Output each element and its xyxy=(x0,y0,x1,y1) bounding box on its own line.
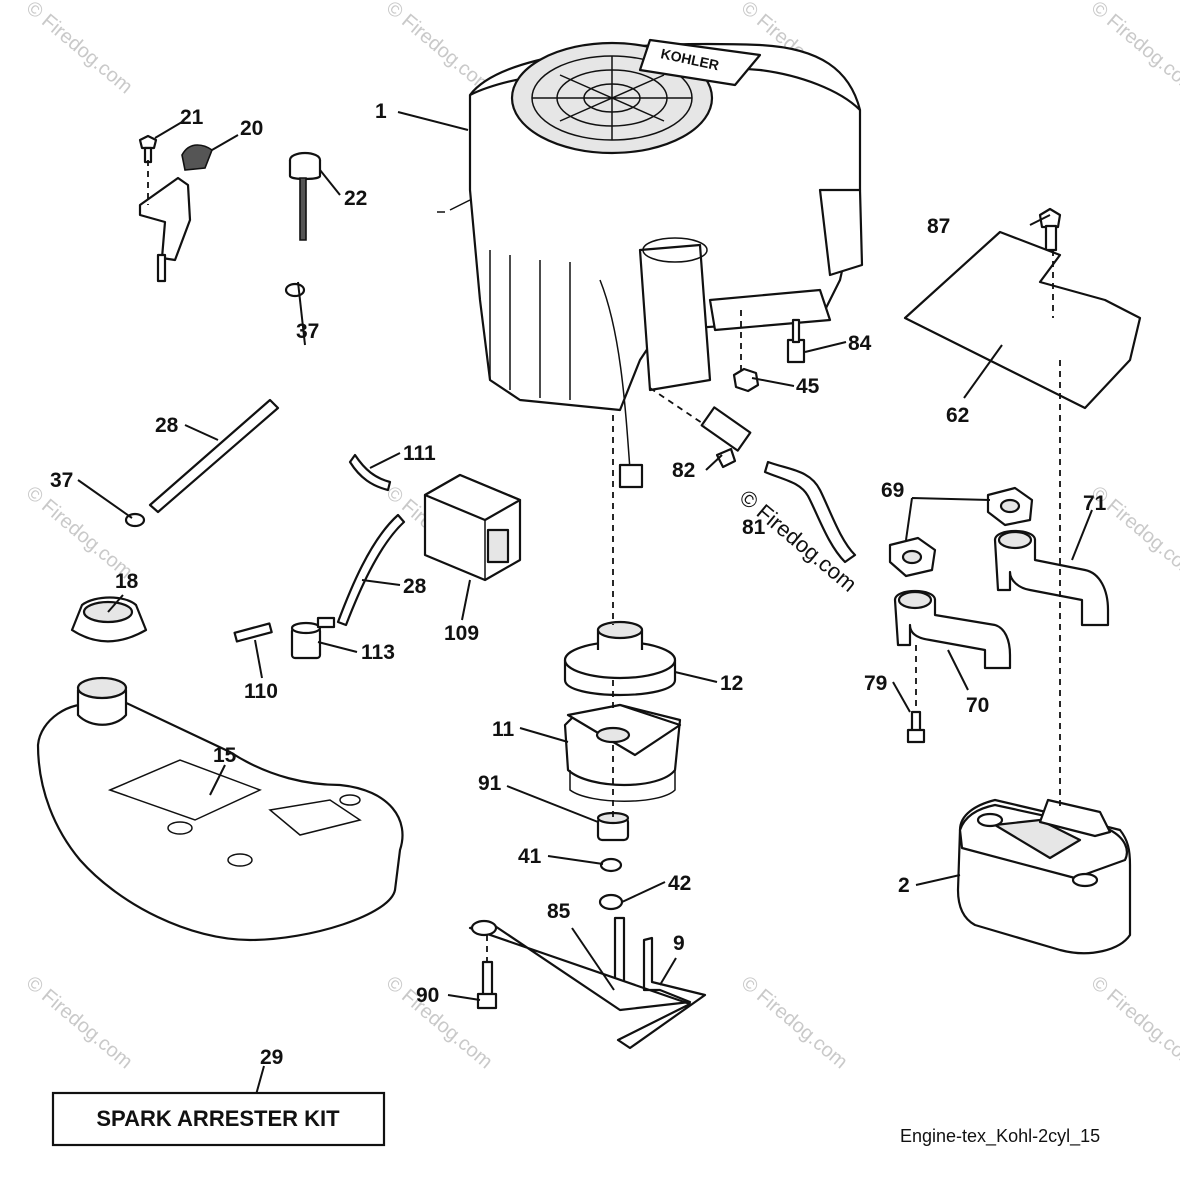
watermark: © Firedog.com xyxy=(22,972,137,1073)
callout-20: 20 xyxy=(240,117,263,140)
hose-part-81[interactable] xyxy=(763,460,857,564)
callout-15: 15 xyxy=(213,744,237,767)
valve-part-113[interactable] xyxy=(290,616,336,660)
callout-79: 79 xyxy=(864,672,887,695)
callout-labels: 1 21 20 22 37 28 37 111 28 109 113 110 1… xyxy=(50,100,1107,1069)
fuel-filter-part-82[interactable] xyxy=(700,406,752,469)
callout-41: 41 xyxy=(518,845,542,868)
callout-12: 12 xyxy=(720,672,743,695)
callout-81: 81 xyxy=(742,516,766,539)
callout-29: 29 xyxy=(260,1046,283,1069)
washer-part-42[interactable] xyxy=(598,893,624,911)
bracket-part-9[interactable] xyxy=(468,919,707,1050)
watermark: © Firedog.com xyxy=(1087,972,1180,1073)
throttle-lever-part-20[interactable] xyxy=(138,144,213,283)
bolt-part-84[interactable] xyxy=(786,318,806,364)
callout-37-upper: 37 xyxy=(296,320,319,343)
bushing-part-91[interactable] xyxy=(596,811,630,842)
muffler-part-2[interactable] xyxy=(956,798,1132,955)
fuel-cap-part-18[interactable] xyxy=(70,596,148,643)
fuel-tank-part-15[interactable] xyxy=(36,676,404,942)
callout-18: 18 xyxy=(115,570,139,593)
callout-70: 70 xyxy=(966,694,989,717)
nut-part-45[interactable] xyxy=(732,367,760,393)
exhaust-pipe-part-70[interactable] xyxy=(893,589,1012,670)
callout-87: 87 xyxy=(927,215,950,238)
callout-11: 11 xyxy=(492,718,515,741)
callout-85: 85 xyxy=(547,900,571,923)
callout-2: 2 xyxy=(898,874,910,897)
washer-part-41[interactable] xyxy=(599,857,623,873)
watermark: © Firedog.com xyxy=(1087,0,1180,98)
callout-91: 91 xyxy=(478,772,502,795)
watermark: © Firedog.com xyxy=(22,0,137,98)
canister-part-109[interactable] xyxy=(423,473,522,582)
gasket-part-69-left[interactable] xyxy=(888,536,937,578)
callout-109: 109 xyxy=(444,622,479,645)
callout-62: 62 xyxy=(946,404,969,427)
clamp-part-37-upper[interactable] xyxy=(284,282,306,298)
watermark: © Firedog.com xyxy=(737,972,852,1073)
callout-9: 9 xyxy=(673,932,685,955)
callout-28-right: 28 xyxy=(403,575,427,598)
leader-lines xyxy=(77,111,1093,1104)
callout-82: 82 xyxy=(672,459,695,482)
callout-90: 90 xyxy=(416,984,439,1007)
exhaust-pipe-part-71[interactable] xyxy=(993,529,1110,627)
assembly-lines xyxy=(147,160,1061,962)
connector-part-110[interactable] xyxy=(233,622,273,643)
spark-arrester-kit-box[interactable]: SPARK ARRESTER KIT xyxy=(51,1091,386,1147)
gasket-part-69-right[interactable] xyxy=(986,486,1034,527)
watermark: © Firedog.com xyxy=(22,482,137,583)
diagram-reference: Engine-tex_Kohl-2cyl_15 xyxy=(900,1126,1100,1147)
callout-110: 110 xyxy=(244,680,278,703)
callout-42: 42 xyxy=(668,872,691,895)
screw-part-21[interactable] xyxy=(138,134,158,164)
callout-45: 45 xyxy=(796,375,820,398)
callout-71: 71 xyxy=(1083,492,1107,515)
watermark: © Firedog.com xyxy=(382,0,497,98)
fuel-hose-part-28-left[interactable] xyxy=(148,398,280,514)
heat-shield-part-62[interactable] xyxy=(903,230,1142,410)
bolt-part-90[interactable] xyxy=(476,960,498,1010)
callout-1: 1 xyxy=(375,100,387,123)
callout-69: 69 xyxy=(881,479,904,502)
bolt-part-87[interactable] xyxy=(1038,207,1062,252)
choke-knob-part-22[interactable] xyxy=(288,151,322,241)
callout-84: 84 xyxy=(848,332,872,355)
spark-arrester-kit-label: SPARK ARRESTER KIT xyxy=(96,1106,340,1131)
hose-part-111[interactable] xyxy=(348,453,392,492)
pulley-part-12[interactable] xyxy=(563,620,677,697)
engine-part-1[interactable]: KOHLER xyxy=(437,38,864,489)
callout-37-lower: 37 xyxy=(50,469,73,492)
bolt-part-79[interactable] xyxy=(906,710,926,744)
callout-113: 113 xyxy=(361,641,395,664)
callout-22: 22 xyxy=(344,187,367,210)
clutch-part-11[interactable] xyxy=(563,703,682,802)
callout-28-left: 28 xyxy=(155,414,179,437)
fuel-hose-part-28-right[interactable] xyxy=(336,513,406,627)
callout-111: 111 xyxy=(403,442,436,465)
callout-21: 21 xyxy=(180,106,204,129)
